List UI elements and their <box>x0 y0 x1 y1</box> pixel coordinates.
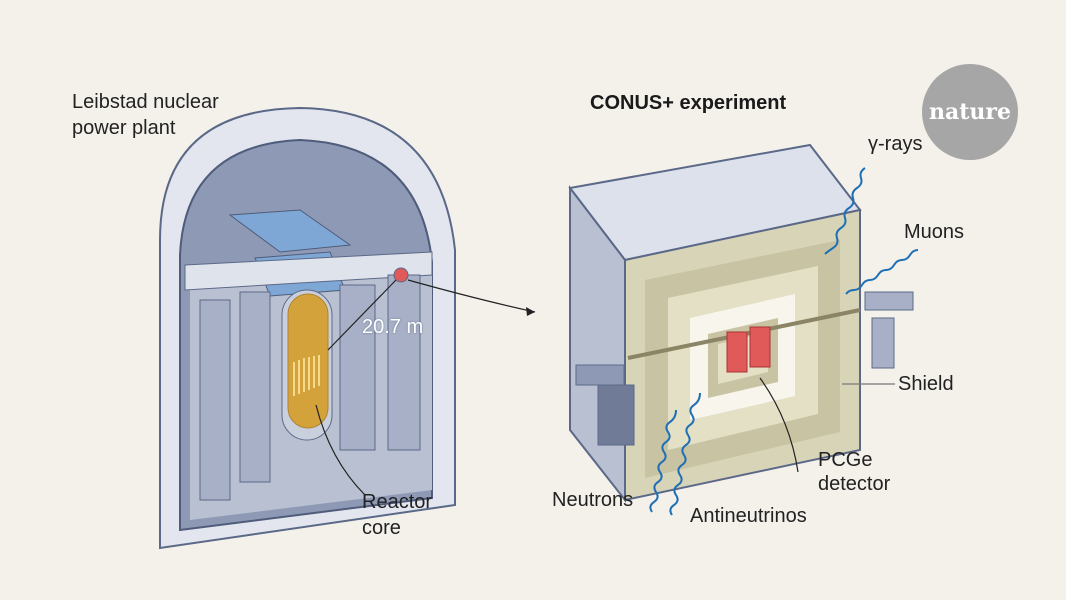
nuclear-plant-illustration <box>159 106 536 550</box>
conus-experiment-illustration <box>568 143 914 503</box>
shield-label: Shield <box>898 373 954 395</box>
muons-label: Muons <box>904 221 965 243</box>
muon-wave <box>845 249 919 295</box>
gamma-rays-label: γ-rays <box>868 133 923 155</box>
detector-label-line2: detector <box>818 473 891 495</box>
reactor-core-label-line2: core <box>362 517 401 539</box>
distance-label: 20.7 m <box>362 316 424 338</box>
gamma-ray-wave <box>824 167 866 255</box>
experiment-title: CONUS+ experiment <box>590 92 787 114</box>
radiation-waves <box>649 167 919 516</box>
neutrons-label: Neutrons <box>552 489 634 511</box>
plant-title-line1: Leibstad nuclear <box>72 91 219 113</box>
reactor-core-label-line1: Reactor <box>362 491 433 513</box>
fuel-rods <box>293 355 320 396</box>
antineutrino-wave <box>669 392 701 516</box>
plant-title-line2: power plant <box>72 117 176 139</box>
neutron-wave <box>649 409 677 513</box>
nature-logo: nature <box>922 64 1018 160</box>
detector-label-line1: PCGe <box>818 449 873 471</box>
antineutrinos-label: Antineutrinos <box>690 505 807 527</box>
